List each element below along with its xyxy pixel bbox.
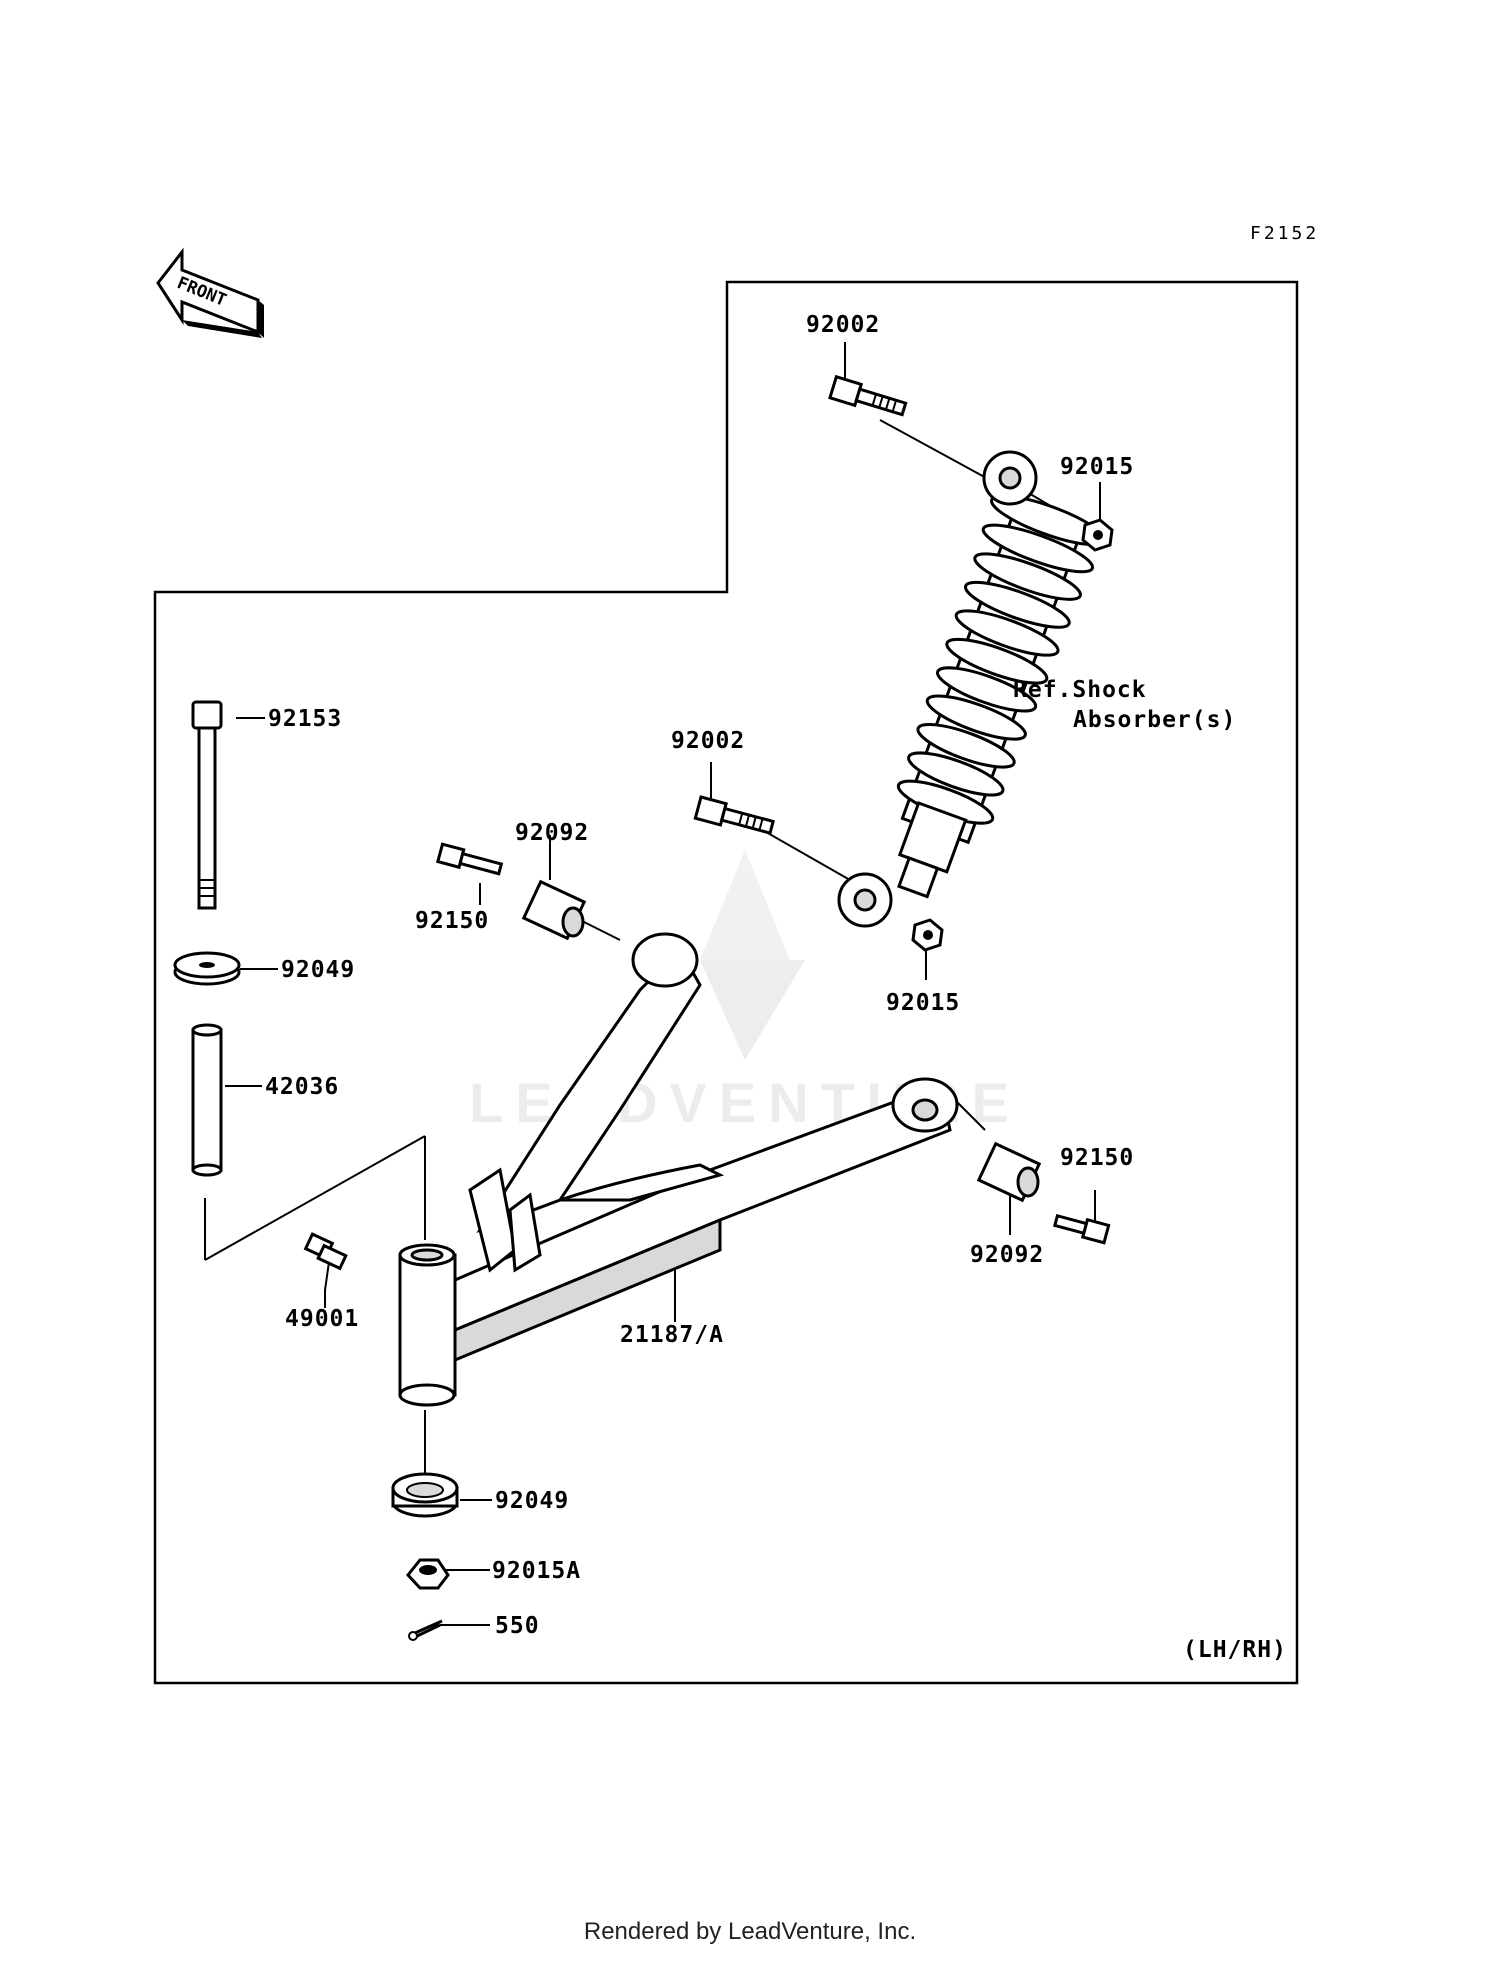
upper-bolt [828, 374, 908, 417]
callout-pivot-bolt: 92153 [268, 706, 342, 732]
shock-absorber [837, 450, 1107, 928]
lower-bolt [693, 795, 775, 835]
callout-nut-upper: 92015 [1060, 454, 1134, 480]
callout-bolt-front-right: 92150 [1060, 1145, 1134, 1171]
watermark-logo [700, 850, 805, 1060]
side-note: (LH/RH) [1183, 1637, 1287, 1663]
bushing-right [976, 1141, 1042, 1203]
pivot-bolt [191, 700, 223, 910]
callout-bolt-upper: 92002 [806, 312, 880, 338]
footer-credit: Rendered by LeadVenture, Inc. [583, 1918, 917, 1945]
diagram-frame [153, 280, 1299, 1685]
callout-washer-top: 92049 [281, 957, 355, 983]
cotter-pin [408, 1619, 443, 1641]
callout-nut-lower: 92015 [886, 990, 960, 1016]
callout-a-arm: 21187/A [620, 1322, 724, 1348]
front-arrow-icon [156, 247, 264, 338]
callout-bolt-front-left: 92150 [415, 908, 489, 934]
grease-fitting [303, 1232, 348, 1271]
callout-bolt-lower: 92002 [671, 728, 745, 754]
top-washer [173, 951, 241, 986]
callout-bushing-right: 92092 [970, 1242, 1044, 1268]
lower-nut [911, 918, 944, 952]
upper-nut [1081, 518, 1114, 552]
ref-shock-line2: Absorber(s) [1073, 707, 1236, 733]
callout-castle-nut: 92015A [492, 1558, 581, 1584]
castle-nut [406, 1558, 450, 1590]
callout-bushing-left: 92092 [515, 820, 589, 846]
ref-shock-line1: Ref.Shock [1013, 677, 1147, 703]
collar-sleeve [191, 1023, 223, 1177]
a-arm [398, 932, 959, 1407]
bolt-front-right [1052, 1213, 1111, 1245]
callout-cotter-pin: 550 [495, 1613, 540, 1639]
callout-seal-bottom: 92049 [495, 1488, 569, 1514]
callout-grease-fitting: 49001 [285, 1306, 359, 1332]
diagram-code: F2152 [1250, 223, 1319, 244]
bottom-seal [391, 1472, 459, 1518]
bushing-left [521, 879, 587, 941]
callout-collar: 42036 [265, 1074, 339, 1100]
bolt-front-left [435, 842, 504, 876]
